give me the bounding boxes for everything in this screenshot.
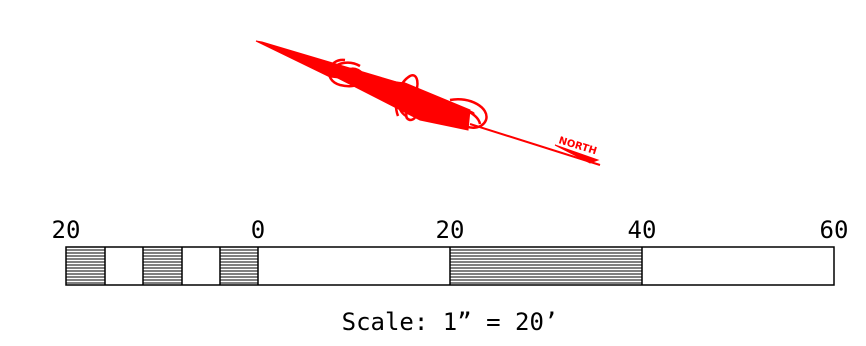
north-arrow-shaft (255, 40, 601, 166)
scale-tick-label: 60 (820, 216, 849, 244)
scale-caption: Scale: 1” = 20’ (342, 308, 559, 336)
scale-bar-hatches (66, 249, 642, 284)
scale-bar (65, 246, 835, 286)
scale-bar-hatched-segment (450, 249, 642, 284)
scale-bar-hatched-segment (220, 249, 258, 284)
scale-tick-label: 0 (251, 216, 265, 244)
north-arrow-scrolls (327, 58, 488, 129)
scale-bar-hatched-segment (66, 249, 105, 284)
scale-tick-labels: 20 0 20 40 60 (52, 216, 849, 244)
north-arrow-icon: NORTH (255, 40, 601, 166)
scale-tick-label: 20 (436, 216, 465, 244)
scale-tick-label: 20 (52, 216, 81, 244)
scale-bar-hatched-segment (143, 249, 182, 284)
scale-tick-label: 40 (628, 216, 657, 244)
